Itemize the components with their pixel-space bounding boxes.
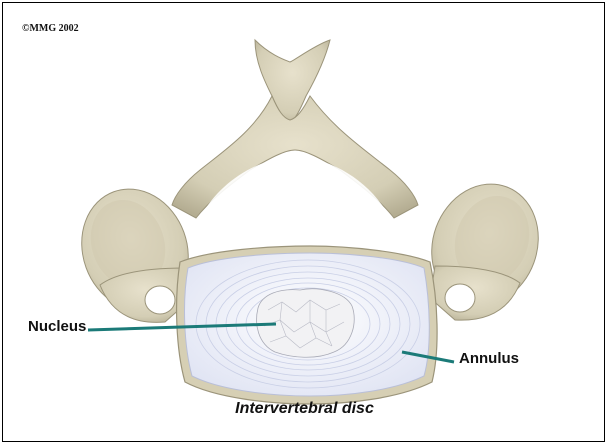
figure-caption: Intervertebral disc	[0, 400, 609, 418]
annulus-label: Annulus	[459, 350, 519, 367]
nucleus-label: Nucleus	[28, 318, 86, 335]
